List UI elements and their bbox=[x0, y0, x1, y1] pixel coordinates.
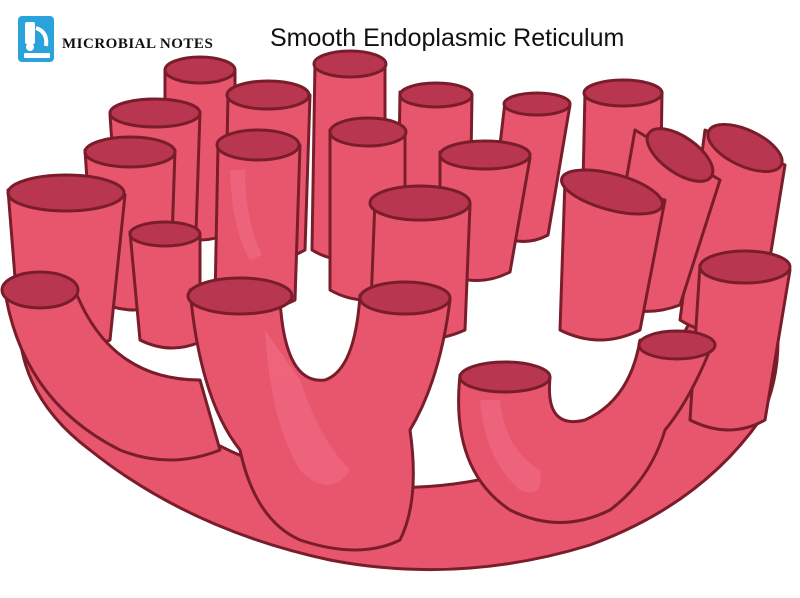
ser-tube-opening bbox=[560, 168, 664, 216]
ser-tube bbox=[188, 288, 452, 552]
ser-highlights bbox=[230, 170, 541, 493]
ser-tube-opening bbox=[458, 360, 552, 394]
microscope-icon bbox=[18, 16, 54, 62]
ser-tube-opening bbox=[582, 78, 664, 108]
ser-tube-opening bbox=[706, 123, 784, 173]
diagram-title: Smooth Endoplasmic Reticulum bbox=[270, 24, 625, 52]
ser-tube bbox=[558, 178, 667, 342]
ser-tube-opening bbox=[215, 128, 301, 162]
ser-tube-opening bbox=[637, 329, 717, 361]
ser-tube-opening bbox=[128, 220, 202, 248]
ser-tube-opening bbox=[398, 81, 474, 109]
ser-tube-opening bbox=[312, 49, 388, 79]
ser-tube-opening bbox=[358, 280, 452, 316]
ser-tube bbox=[2, 283, 222, 462]
ser-tube-opening bbox=[0, 270, 80, 310]
ser-tube-opening bbox=[6, 173, 126, 213]
ser-tube-opening bbox=[108, 97, 202, 129]
ser-tube-opening bbox=[368, 184, 472, 222]
brand-name: MICROBIAL NOTES bbox=[62, 35, 214, 52]
ser-tube-opening bbox=[502, 91, 572, 117]
ser-tube-opening bbox=[225, 79, 311, 111]
ser-tube bbox=[688, 263, 792, 432]
ser-tube-opening bbox=[83, 135, 177, 169]
ser-tube-opening bbox=[163, 55, 237, 85]
ser-tube-opening bbox=[328, 116, 408, 148]
ser-tube-opening bbox=[698, 249, 792, 285]
brand-logo: MICROBIAL NOTES bbox=[14, 14, 213, 64]
ser-tube-opening bbox=[186, 276, 294, 316]
ser-tube-opening bbox=[645, 127, 715, 183]
ser-tube-opening bbox=[438, 139, 532, 171]
